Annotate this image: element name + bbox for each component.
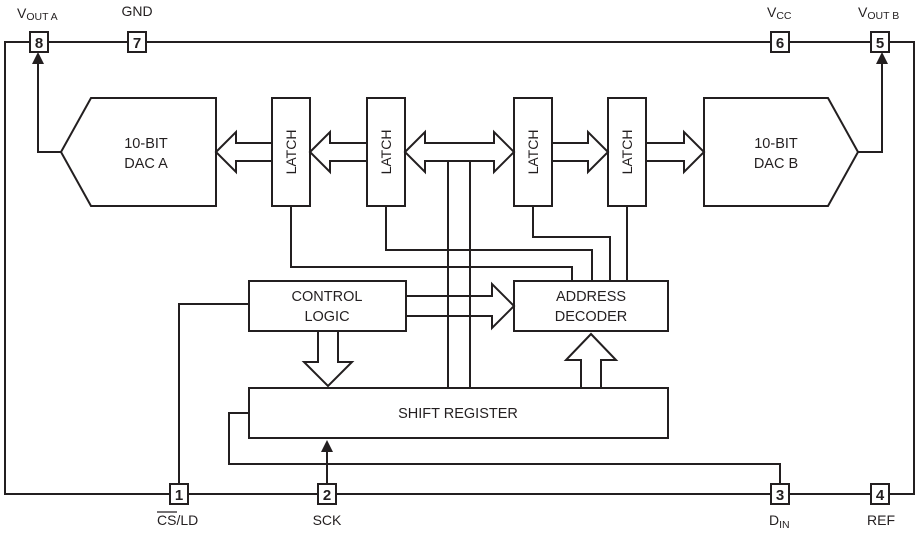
pin-8-vout-a: 8 VOUT A xyxy=(17,5,58,53)
arrowhead xyxy=(876,52,888,64)
bus-arrow-shift-register-to-decoder xyxy=(563,332,619,389)
bus-arrow-latch2-to-latch1 xyxy=(308,129,368,175)
dac-a-block: 10-BIT DAC A xyxy=(59,97,217,207)
address-decoder-label-line2: DECODER xyxy=(555,309,628,325)
control-logic-label-line1: CONTROL xyxy=(292,289,363,305)
bus-arrow-latch3-to-latch4 xyxy=(551,129,610,175)
shift-register-label: SHIFT REGISTER xyxy=(398,406,518,422)
shift-register-block: SHIFT REGISTER xyxy=(248,387,669,439)
pin-label: REF xyxy=(867,512,895,528)
vout-a-connection xyxy=(32,52,61,153)
pin-number: 8 xyxy=(35,35,43,52)
control-logic-block: CONTROL LOGIC xyxy=(248,280,407,332)
pin-number: 2 xyxy=(323,487,331,504)
latch-2: LATCH xyxy=(366,97,406,207)
latch-label: LATCH xyxy=(283,130,299,175)
bus-arrow-latch4-to-dac-b xyxy=(645,129,706,175)
bus-arrow-shared xyxy=(403,129,516,175)
dac-b-block: 10-BIT DAC B xyxy=(703,97,860,207)
vout-b-connection xyxy=(858,52,888,153)
bus-arrow-control-to-shift-register xyxy=(301,330,355,388)
arrowhead xyxy=(321,440,333,452)
arrowhead xyxy=(32,52,44,64)
dac-a-label-line1: 10-BIT xyxy=(124,136,168,152)
control-logic-label-line2: LOGIC xyxy=(304,309,349,325)
latch-enable-lines xyxy=(290,206,628,281)
pin-6-vcc: 6 VCC xyxy=(767,4,792,53)
pin-label: GND xyxy=(121,3,152,19)
bus-arrow-latch1-to-dac-a xyxy=(214,129,273,175)
latch-label: LATCH xyxy=(378,130,394,175)
data-bus-crossing xyxy=(447,294,471,318)
pin-number: 5 xyxy=(876,35,884,52)
pin-label: VOUT B xyxy=(858,4,899,22)
dac-a-label-line2: DAC A xyxy=(124,156,168,172)
pin-2-sck: 2 SCK xyxy=(313,483,342,528)
pin-number: 6 xyxy=(776,35,784,52)
latch-1: LATCH xyxy=(271,97,311,207)
pin-3-din: 3 DIN xyxy=(769,483,790,531)
pin-5-vout-b: 5 VOUT B xyxy=(858,4,899,53)
din-wire xyxy=(228,412,781,484)
pin-4-ref: 4 REF xyxy=(867,483,895,528)
pin-label: VCC xyxy=(767,4,792,22)
cs-ld-wire xyxy=(178,303,249,484)
pin-label: SCK xyxy=(313,512,342,528)
data-bus xyxy=(447,161,471,388)
latch-4: LATCH xyxy=(607,97,647,207)
address-decoder-block: ADDRESS DECODER xyxy=(513,280,669,332)
pin-1-cs-ld: 1 CS/LD xyxy=(157,483,198,528)
pin-7-gnd: 7 GND xyxy=(121,3,153,53)
bus-arrow-control-to-decoder xyxy=(405,281,516,331)
pin-number: 1 xyxy=(175,487,183,504)
latch-3: LATCH xyxy=(513,97,553,207)
dac-b-label-line2: DAC B xyxy=(754,156,798,172)
address-decoder-label-line1: ADDRESS xyxy=(556,289,626,305)
pin-number: 3 xyxy=(776,487,784,504)
package-outline xyxy=(4,41,915,495)
pin-label: CS/LD xyxy=(157,512,198,528)
latch-label: LATCH xyxy=(619,130,635,175)
pin-number: 4 xyxy=(876,487,885,504)
dac-b-label-line1: 10-BIT xyxy=(754,136,798,152)
sck-wire xyxy=(321,440,333,484)
pin-label: VOUT A xyxy=(17,5,58,23)
pin-label: DIN xyxy=(769,512,790,531)
pin-number: 7 xyxy=(133,35,141,52)
latch-label: LATCH xyxy=(525,130,541,175)
